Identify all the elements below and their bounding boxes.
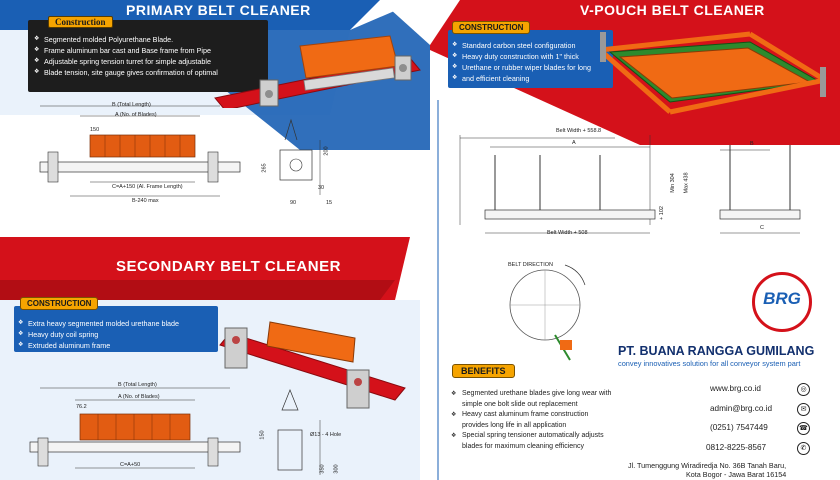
primary-dim-frame: C=A+150 (Al. Frame Length): [112, 184, 183, 190]
vpouch-bullet: Heavy duty construction with 1" thick: [450, 51, 591, 62]
primary-dim-max: B-240 max: [132, 198, 159, 204]
vpouch-dim-min: Min 304: [669, 173, 676, 193]
vpouch-dim-plus: + 102: [658, 206, 665, 220]
primary-construction-box: Construction Segmented molded Polyuretha…: [28, 16, 268, 92]
vpouch-title: V-POUCH BELT CLEANER: [580, 2, 765, 18]
vpouch-technical-drawing: [459, 135, 801, 234]
vpouch-bullets: Standard carbon steel configuration Heav…: [450, 40, 591, 84]
primary-dim-150: 150: [90, 127, 100, 133]
secondary-bullet: Heavy duty coil spring: [16, 329, 179, 340]
company-name: PT. BUANA RANGGA GUMILANG: [618, 344, 815, 358]
vpouch-dim-b: B: [750, 141, 754, 147]
secondary-dim-762: 76.2: [76, 404, 87, 410]
benefits-list: Segmented urethane blades give long wear…: [450, 389, 612, 452]
primary-dim-90: 90: [290, 200, 297, 206]
whatsapp-icon: ✆: [797, 442, 810, 455]
vpouch-bullet: Standard carbon steel configuration: [450, 40, 591, 51]
contact-email[interactable]: admin@brg.co.id: [710, 404, 773, 413]
secondary-dim-350: 350: [319, 464, 326, 474]
primary-bullet: Blade tension, site gauge gives confirma…: [32, 67, 218, 78]
vpouch-dim-bottom: Belt Width + 508: [547, 230, 588, 236]
secondary-construction-label: CONSTRUCTION: [20, 297, 99, 310]
secondary-bullet: Extra heavy segmented molded urethane bl…: [16, 318, 179, 329]
secondary-dim-300: 300: [333, 464, 340, 474]
secondary-header-shadow: [0, 280, 395, 300]
company-tagline: convey innovatives solution for all conv…: [618, 359, 801, 368]
email-icon: ✉: [797, 403, 810, 416]
secondary-dim-150: 150: [259, 430, 266, 440]
primary-title: PRIMARY BELT CLEANER: [126, 2, 311, 18]
address-line-1: Jl. Tumenggung Wiradiredja No. 36B Tanah…: [628, 461, 787, 470]
primary-dim-265: 265: [261, 163, 268, 173]
secondary-bullet: Extruded aluminum frame: [16, 340, 179, 351]
vpouch-construction-label: CONSTRUCTION: [452, 21, 531, 34]
primary-dim-15: 15: [326, 200, 333, 206]
primary-dim-30: 30: [318, 185, 325, 191]
phone-icon: ☎: [797, 422, 810, 435]
vpouch-bullet: and efficient cleaning: [450, 73, 591, 84]
primary-construction-label: Construction: [48, 16, 113, 28]
secondary-technical-drawing: [29, 387, 321, 475]
benefit-item: Special spring tensioner automatically a…: [450, 431, 612, 452]
secondary-dim-hole: Ø13 - 4 Hole: [310, 432, 342, 438]
secondary-title: SECONDARY BELT CLEANER: [116, 258, 341, 275]
vpouch-construction-box: CONSTRUCTION Standard carbon steel confi…: [448, 21, 613, 88]
primary-bullets: Segmented molded Polyurethane Blade. Fra…: [32, 34, 218, 78]
secondary-cleaner-image: [219, 321, 406, 409]
contact-mobile[interactable]: 0812-8225-8567: [706, 443, 767, 452]
primary-dim-total: B (Total Length): [112, 102, 151, 108]
primary-cleaner-image: [214, 35, 421, 108]
vpouch-dim-a: A: [572, 140, 576, 146]
secondary-dim-blades: A (No. of Blades): [118, 394, 160, 400]
benefits-label: BENEFITS: [452, 364, 515, 378]
vpouch-bullet: Urethane or rubber wiper blades for long: [450, 62, 591, 73]
secondary-construction-box: CONSTRUCTION Extra heavy segmented molde…: [14, 297, 218, 352]
divider-white: [380, 0, 460, 45]
primary-bullet: Adjustable spring tension turret for sim…: [32, 56, 218, 67]
primary-technical-drawing: [39, 105, 321, 197]
contact-web[interactable]: www.brg.co.id: [710, 384, 761, 393]
globe-icon: ◎: [797, 383, 810, 396]
vpouch-dim-top: Belt Width + 558.8: [556, 128, 602, 134]
belt-direction-label: BELT DIRECTION: [508, 262, 554, 268]
primary-dim-200: 200: [323, 146, 330, 156]
company-logo-text: BRG: [763, 289, 801, 308]
benefit-item: Segmented urethane blades give long wear…: [450, 389, 612, 410]
contact-phone[interactable]: (0251) 7547449: [710, 423, 768, 432]
secondary-bullets: Extra heavy segmented molded urethane bl…: [16, 318, 179, 351]
primary-dim-blades: A (No. of Blades): [115, 112, 157, 118]
belt-direction-diagram: [509, 264, 586, 361]
primary-bullet: Frame aluminum bar cast and Base frame f…: [32, 45, 218, 56]
vpouch-cleaner-image: [600, 31, 827, 115]
secondary-dim-total: B (Total Length): [118, 382, 157, 388]
company-logo: BRG: [752, 272, 812, 332]
secondary-dim-frame: C=A+50: [120, 462, 141, 468]
address-line-2: Kota Bogor - Jawa Barat 16154: [686, 470, 787, 479]
vpouch-dim-c: C: [760, 225, 764, 231]
primary-bullet: Segmented molded Polyurethane Blade.: [32, 34, 218, 45]
vpouch-dim-max: Max 438: [683, 172, 690, 194]
benefit-item: Heavy cast aluminum frame construction p…: [450, 410, 612, 431]
